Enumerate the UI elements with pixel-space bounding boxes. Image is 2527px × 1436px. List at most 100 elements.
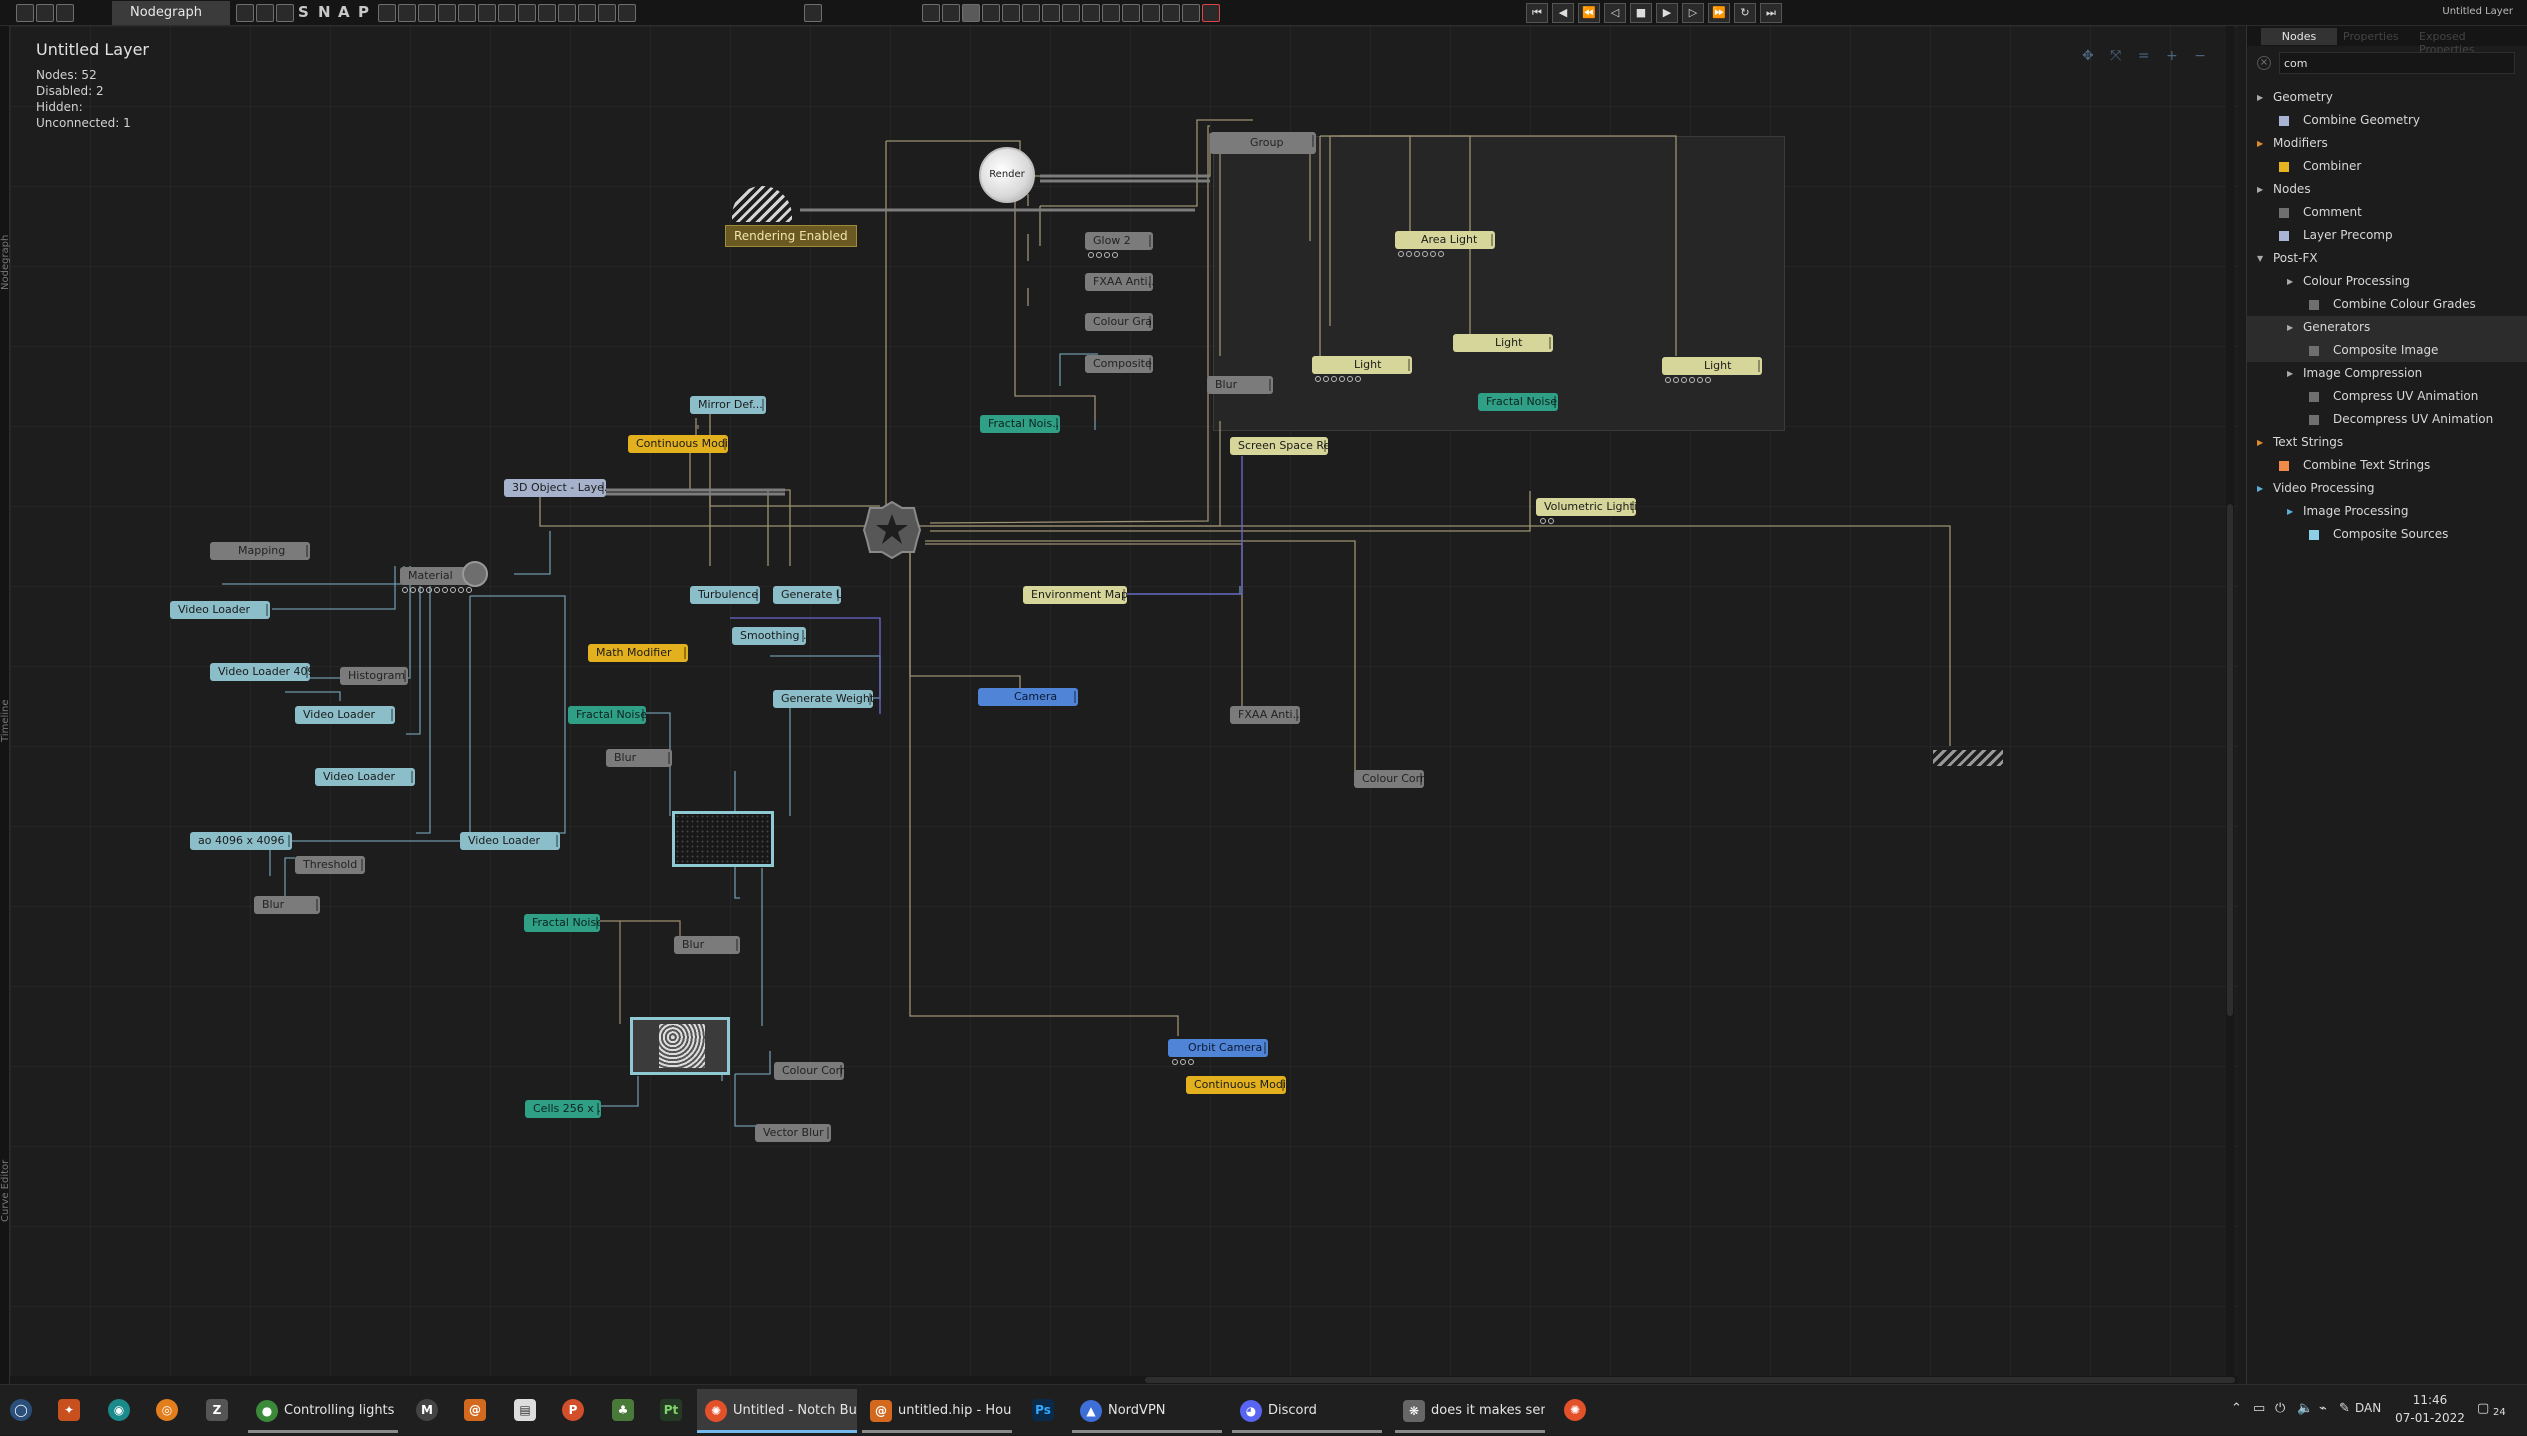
blur-node-3[interactable]: Blur [674,936,740,954]
graph-vertical-scroll-thumb[interactable] [2227,504,2233,1016]
pinned-app-icon-3[interactable]: M [416,1399,438,1421]
tree-item[interactable]: ▶Generators [2247,316,2527,339]
colour-correct-node-2[interactable]: Colour Corr... [1354,770,1424,788]
link-icon[interactable] [498,4,516,22]
tree-item[interactable]: Combine Text Strings [2247,454,2527,477]
layout-icon[interactable] [16,4,34,22]
tray-chevron-icon[interactable]: ⌃ [2231,1401,2242,1416]
histogram-node[interactable]: Histogram ... [340,667,408,685]
light-3-ports[interactable] [1665,377,1711,383]
ao-4096-node[interactable]: ao 4096 x 4096 [190,832,292,850]
continuous-modifier-node-1[interactable]: Continuous Modifier [628,435,728,453]
stop-icon[interactable]: ■ [1630,3,1652,23]
step-back-icon[interactable]: ◁ [1604,3,1626,23]
loop-icon[interactable]: ↻ [1734,3,1756,23]
tab-properties[interactable]: Properties [2343,30,2399,43]
material-ports[interactable] [402,587,472,593]
image-preview-node-dark[interactable] [672,811,774,867]
tab-nodes[interactable]: Nodes [2261,28,2337,45]
threshold-node[interactable]: Threshold [295,856,365,874]
fractal-noise-node-group[interactable]: Fractal Noise... [1478,393,1558,411]
tree-item[interactable]: ▶Text Strings [2247,431,2527,454]
area-light-node[interactable]: Area Light [1395,231,1495,249]
tree-item[interactable]: Combine Geometry [2247,109,2527,132]
volumetric-lighting-node[interactable]: Volumetric Lighting [1536,498,1636,516]
copy-icon[interactable] [36,4,54,22]
tab-nodegraph[interactable]: Nodegraph [112,1,230,25]
render-node[interactable]: Render [979,147,1035,203]
tree-item[interactable]: Combine Colour Grades [2247,293,2527,316]
group-tool-icon[interactable] [518,4,536,22]
sync-icon[interactable] [1122,4,1140,22]
pycharm-icon[interactable]: Pt [660,1399,682,1421]
material-gear-icon[interactable] [462,561,488,587]
continuous-modifier-node-2[interactable]: Continuous Modifier [1186,1076,1286,1094]
expand-arrow-icon[interactable]: ▶ [2257,139,2264,148]
turbulence-node[interactable]: Turbulence ... [690,586,760,604]
tree-item[interactable]: ▶Video Processing [2247,477,2527,500]
light-node-2[interactable]: Light [1453,334,1553,352]
expand-arrow-icon[interactable]: ▶ [2257,484,2264,493]
tree-item[interactable]: ▶Nodes [2247,178,2527,201]
color-bars-icon[interactable] [962,4,980,22]
bb-icon[interactable] [1042,4,1060,22]
expand-arrow-icon[interactable]: ▶ [2257,93,2264,102]
sphere-icon[interactable] [1142,4,1160,22]
node-search-input[interactable] [2279,52,2515,74]
blur-node-group[interactable]: Blur [1207,376,1273,394]
expand-arrow-icon[interactable]: ▶ [2287,369,2294,378]
volumetric-ports[interactable] [1540,518,1554,524]
video-loader-node-1[interactable]: Video Loader [170,601,270,619]
tree-item[interactable]: ▶Geometry [2247,86,2527,109]
tree-item[interactable]: ▶Colour Processing [2247,270,2527,293]
image-preview-node-noise[interactable] [630,1017,730,1075]
taskbar-houdini[interactable]: @untitled.hip - Houd... [862,1389,1012,1433]
play-icon[interactable]: ▶ [1656,3,1678,23]
math-modifier-node[interactable]: Math Modifier [588,644,688,662]
video-loader-node-3[interactable]: Video Loader [315,768,415,786]
window-icon[interactable] [56,4,74,22]
skip-end-icon[interactable]: ⏭ [1760,3,1782,23]
prev-key-icon[interactable]: ◀ [1552,3,1574,23]
graph-nav-icons[interactable]: ✥ ⤧ = + − [2082,48,2212,64]
light-node-1[interactable]: Light [1312,356,1412,374]
snap-p[interactable]: P [358,3,369,21]
tray-clock[interactable]: 11:46 07-01-2022 [2395,1391,2465,1427]
hatch-tool-icon[interactable] [558,4,576,22]
tray-monitor-icon[interactable]: ▭ [2253,1401,2266,1416]
smoothing-node[interactable]: Smoothing ... [732,627,806,645]
fxaa-node-bottom[interactable]: FXAA Anti... [1230,706,1300,724]
fxaa-node-top[interactable]: FXAA Anti... [1085,273,1153,291]
screen-space-reflections-node[interactable]: Screen Space Refl... [1230,437,1328,455]
video-loader-409-node[interactable]: Video Loader 409... [210,663,310,681]
colour-correct-node-1[interactable]: Colour Corr... [774,1062,844,1080]
distribute-icon[interactable] [276,4,294,22]
slash-tool-icon[interactable] [578,4,596,22]
mirror-deformer-node[interactable]: Mirror Def... [690,396,766,414]
taskbar-notch[interactable]: ✺Untitled - Notch Bu... [697,1389,857,1433]
tree-item[interactable]: Decompress UV Animation [2247,408,2527,431]
notch-pinned-icon[interactable]: ✺ [1564,1399,1586,1421]
info-icon[interactable] [1182,4,1200,22]
tray-language[interactable]: DAN [2355,1401,2382,1415]
rewind-icon[interactable]: ⏪ [1578,3,1600,23]
video-loader-node-2[interactable]: Video Loader [295,706,395,724]
fast-forward-icon[interactable]: ⏩ [1708,3,1730,23]
fractal-noise-node-2[interactable]: Fractal Noise... [568,706,646,724]
png-icon[interactable] [1022,4,1040,22]
light-1-ports[interactable] [1315,376,1361,382]
snap-a[interactable]: A [338,3,350,21]
tree-item[interactable]: Comment [2247,201,2527,224]
route-icon[interactable] [438,4,456,22]
video-loader-node-4[interactable]: Video Loader [460,832,560,850]
tree-item[interactable]: Composite Image [2247,339,2527,362]
clear-search-icon[interactable]: × [2257,56,2271,70]
tab-exposed-properties[interactable]: Exposed Properties [2419,30,2475,56]
glow-ports[interactable] [1088,252,1118,258]
tree-item[interactable]: Layer Precomp [2247,224,2527,247]
skip-start-icon[interactable]: ⏮ [1526,3,1548,23]
photoshop-icon[interactable]: Ps [1032,1399,1054,1421]
blur-node-2[interactable]: Blur [606,749,672,767]
orbit-camera-node[interactable]: Orbit Camera [1168,1039,1268,1057]
wire-icon[interactable] [458,4,476,22]
